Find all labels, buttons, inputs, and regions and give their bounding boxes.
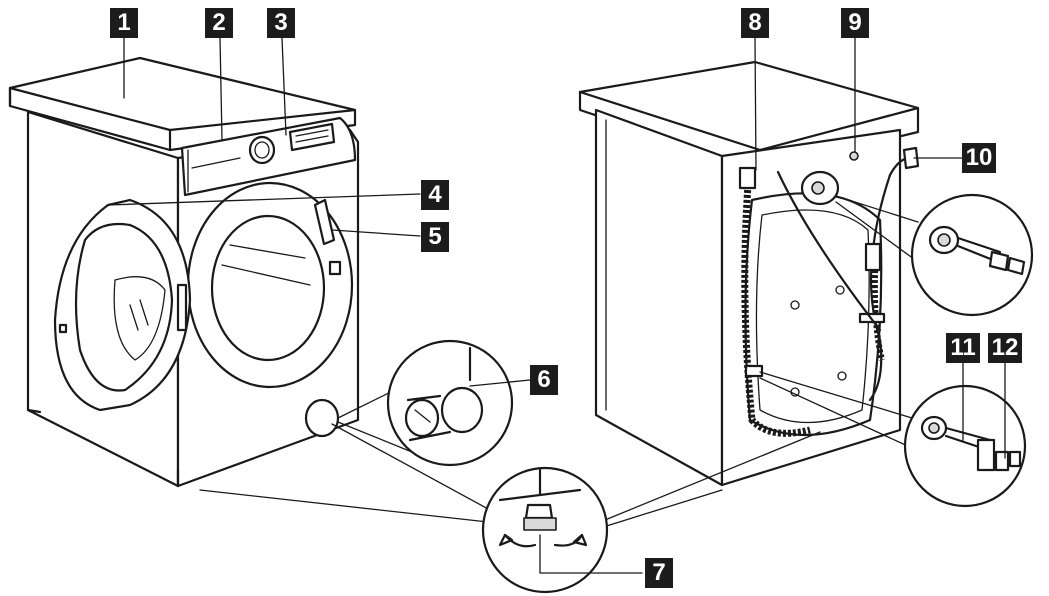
leader-lines xyxy=(107,37,1006,574)
drain-hose xyxy=(741,184,811,437)
detail-filter xyxy=(337,339,514,467)
power-plug xyxy=(902,146,920,170)
door-seal-strip xyxy=(313,198,336,246)
callout-10: 10 xyxy=(962,143,996,173)
callout-1: 1 xyxy=(110,8,138,38)
detail-bolt-top xyxy=(835,193,1034,317)
rear-screw xyxy=(849,151,859,161)
detail-foot xyxy=(199,423,821,594)
filter-hatch xyxy=(304,398,340,438)
front-machine xyxy=(8,56,360,488)
callout-12: 12 xyxy=(988,333,1022,363)
callout-9: 9 xyxy=(841,8,869,38)
callout-5: 5 xyxy=(421,222,449,252)
rear-cabinet-side xyxy=(594,108,724,487)
inlet-hose xyxy=(871,249,885,361)
program-knob xyxy=(248,135,276,165)
foot-nut xyxy=(524,503,554,520)
callout-2: 2 xyxy=(205,8,233,38)
callout-7: 7 xyxy=(645,558,673,588)
callout-3: 3 xyxy=(267,8,295,38)
rear-machine xyxy=(578,60,920,487)
rear-back-panel xyxy=(720,128,902,487)
callout-8: 8 xyxy=(741,8,769,38)
callout-11: 11 xyxy=(946,333,980,363)
callout-4: 4 xyxy=(421,180,449,210)
detail-bolt-bottom xyxy=(759,371,1027,508)
callout-6: 6 xyxy=(530,365,558,395)
